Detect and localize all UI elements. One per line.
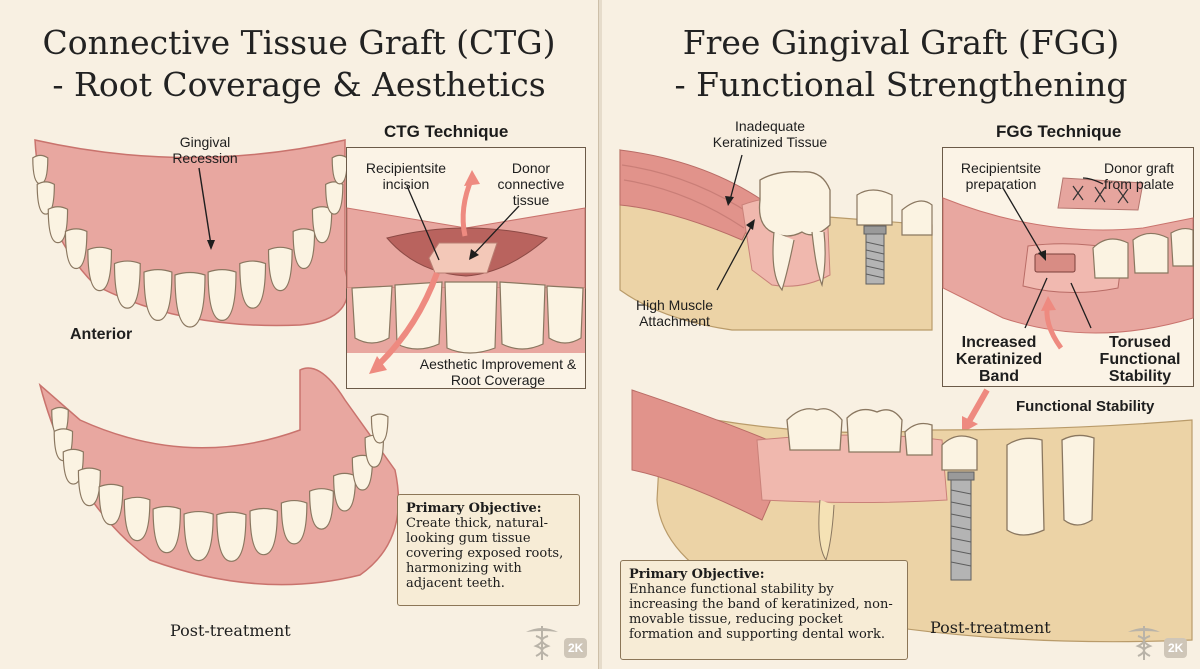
fgg-panel: Free Gingival Graft (FGG) - Functional S… <box>602 0 1200 669</box>
tooth <box>292 228 316 270</box>
caduceus-icon <box>526 626 558 660</box>
ctg-objective-text: Create thick, natural-looking gum tissue… <box>406 516 564 591</box>
ctg-title: Connective Tissue Graft (CTG) - Root Cov… <box>0 22 598 106</box>
fgg-title-line2: - Functional Strengthening <box>674 65 1128 104</box>
fgg-technique-heading: FGG Technique <box>996 122 1122 141</box>
fgg-objective-title: Primary Objective: <box>629 567 765 582</box>
fgg-donor-label: Donor graft from palate <box>1103 160 1175 192</box>
tooth <box>216 511 247 562</box>
ctg-recipient-label: Recipientsite incision <box>365 160 447 192</box>
anterior-label: Anterior <box>70 326 133 343</box>
increased-band-label: Increased Keratinized Band <box>955 334 1043 385</box>
ctg-title-line2: - Root Coverage & Aesthetics <box>52 65 546 104</box>
tooth <box>32 154 49 185</box>
tooth <box>143 269 173 321</box>
ctg-donor-label: Donor connective tissue <box>497 160 565 208</box>
tooth <box>77 467 101 507</box>
torused-stability-label: Torused Functional Stability <box>1099 334 1181 385</box>
ctg-aesthetic-label: Aesthetic Improvement & Root Coverage <box>419 356 577 388</box>
tooth <box>311 206 333 244</box>
tooth <box>325 181 344 215</box>
tooth <box>207 269 237 321</box>
tooth <box>64 228 88 270</box>
tooth <box>309 488 334 530</box>
ctg-technique-inset: Recipientsite incision Donor connective … <box>346 147 586 389</box>
tooth <box>331 154 348 185</box>
ctg-title-line1: Connective Tissue Graft (CTG) <box>42 23 556 62</box>
functional-stability-label: Functional Stability <box>1016 398 1155 415</box>
ctg-panel: Connective Tissue Graft (CTG) - Root Cov… <box>0 0 598 669</box>
panel-divider <box>598 0 603 669</box>
tooth <box>351 454 374 491</box>
anterior-arch-illustration <box>32 139 349 328</box>
resolution-badge: 2K <box>564 638 588 658</box>
muscle-attachment-label: High Muscle Attachment <box>635 297 714 329</box>
resolution-badge: 2K <box>1164 638 1188 658</box>
tooth <box>36 181 55 215</box>
fgg-title: Free Gingival Graft (FGG) - Functional S… <box>602 22 1200 106</box>
ctg-technique-heading: CTG Technique <box>384 122 509 141</box>
tooth <box>280 499 308 545</box>
ctg-objective-box: Primary Objective: Create thick, natural… <box>397 494 580 606</box>
recession-pointer <box>198 167 215 250</box>
tooth <box>123 496 151 542</box>
ctg-post-treatment-label: Post-treatment <box>170 621 291 640</box>
ctg-technique-illustration <box>346 170 586 374</box>
tooth <box>174 271 206 328</box>
post-treatment-arch-illustration <box>38 367 400 586</box>
fgg-technique-inset: Recipientsite preparation Donor graft fr… <box>942 147 1194 387</box>
fgg-before-illustration <box>619 149 933 331</box>
tooth <box>98 483 124 526</box>
tooth <box>370 413 389 444</box>
fgg-technique-illustration <box>942 177 1194 350</box>
fgg-objective-text: Enhance functional stability by increasi… <box>629 582 893 642</box>
tooth <box>249 507 278 556</box>
tooth <box>113 260 141 309</box>
tooth <box>152 505 181 554</box>
tooth <box>239 260 267 309</box>
ctg-objective-title: Primary Objective: <box>406 501 542 516</box>
tooth <box>183 510 214 562</box>
tooth <box>333 472 357 512</box>
fgg-objective-box: Primary Objective: Enhance functional st… <box>620 560 908 660</box>
inadequate-tissue-label: Inadequate Keratinized Tissue <box>712 118 828 150</box>
caduceus-icon <box>1128 626 1160 660</box>
fgg-recipient-label: Recipientsite preparation <box>960 160 1042 192</box>
gingival-recession-label: Gingival Recession <box>172 134 238 166</box>
fgg-title-line1: Free Gingival Graft (FGG) <box>682 23 1120 62</box>
tooth <box>87 246 113 292</box>
fgg-post-treatment-label: Post-treatment <box>930 618 1051 637</box>
tooth <box>267 246 293 292</box>
